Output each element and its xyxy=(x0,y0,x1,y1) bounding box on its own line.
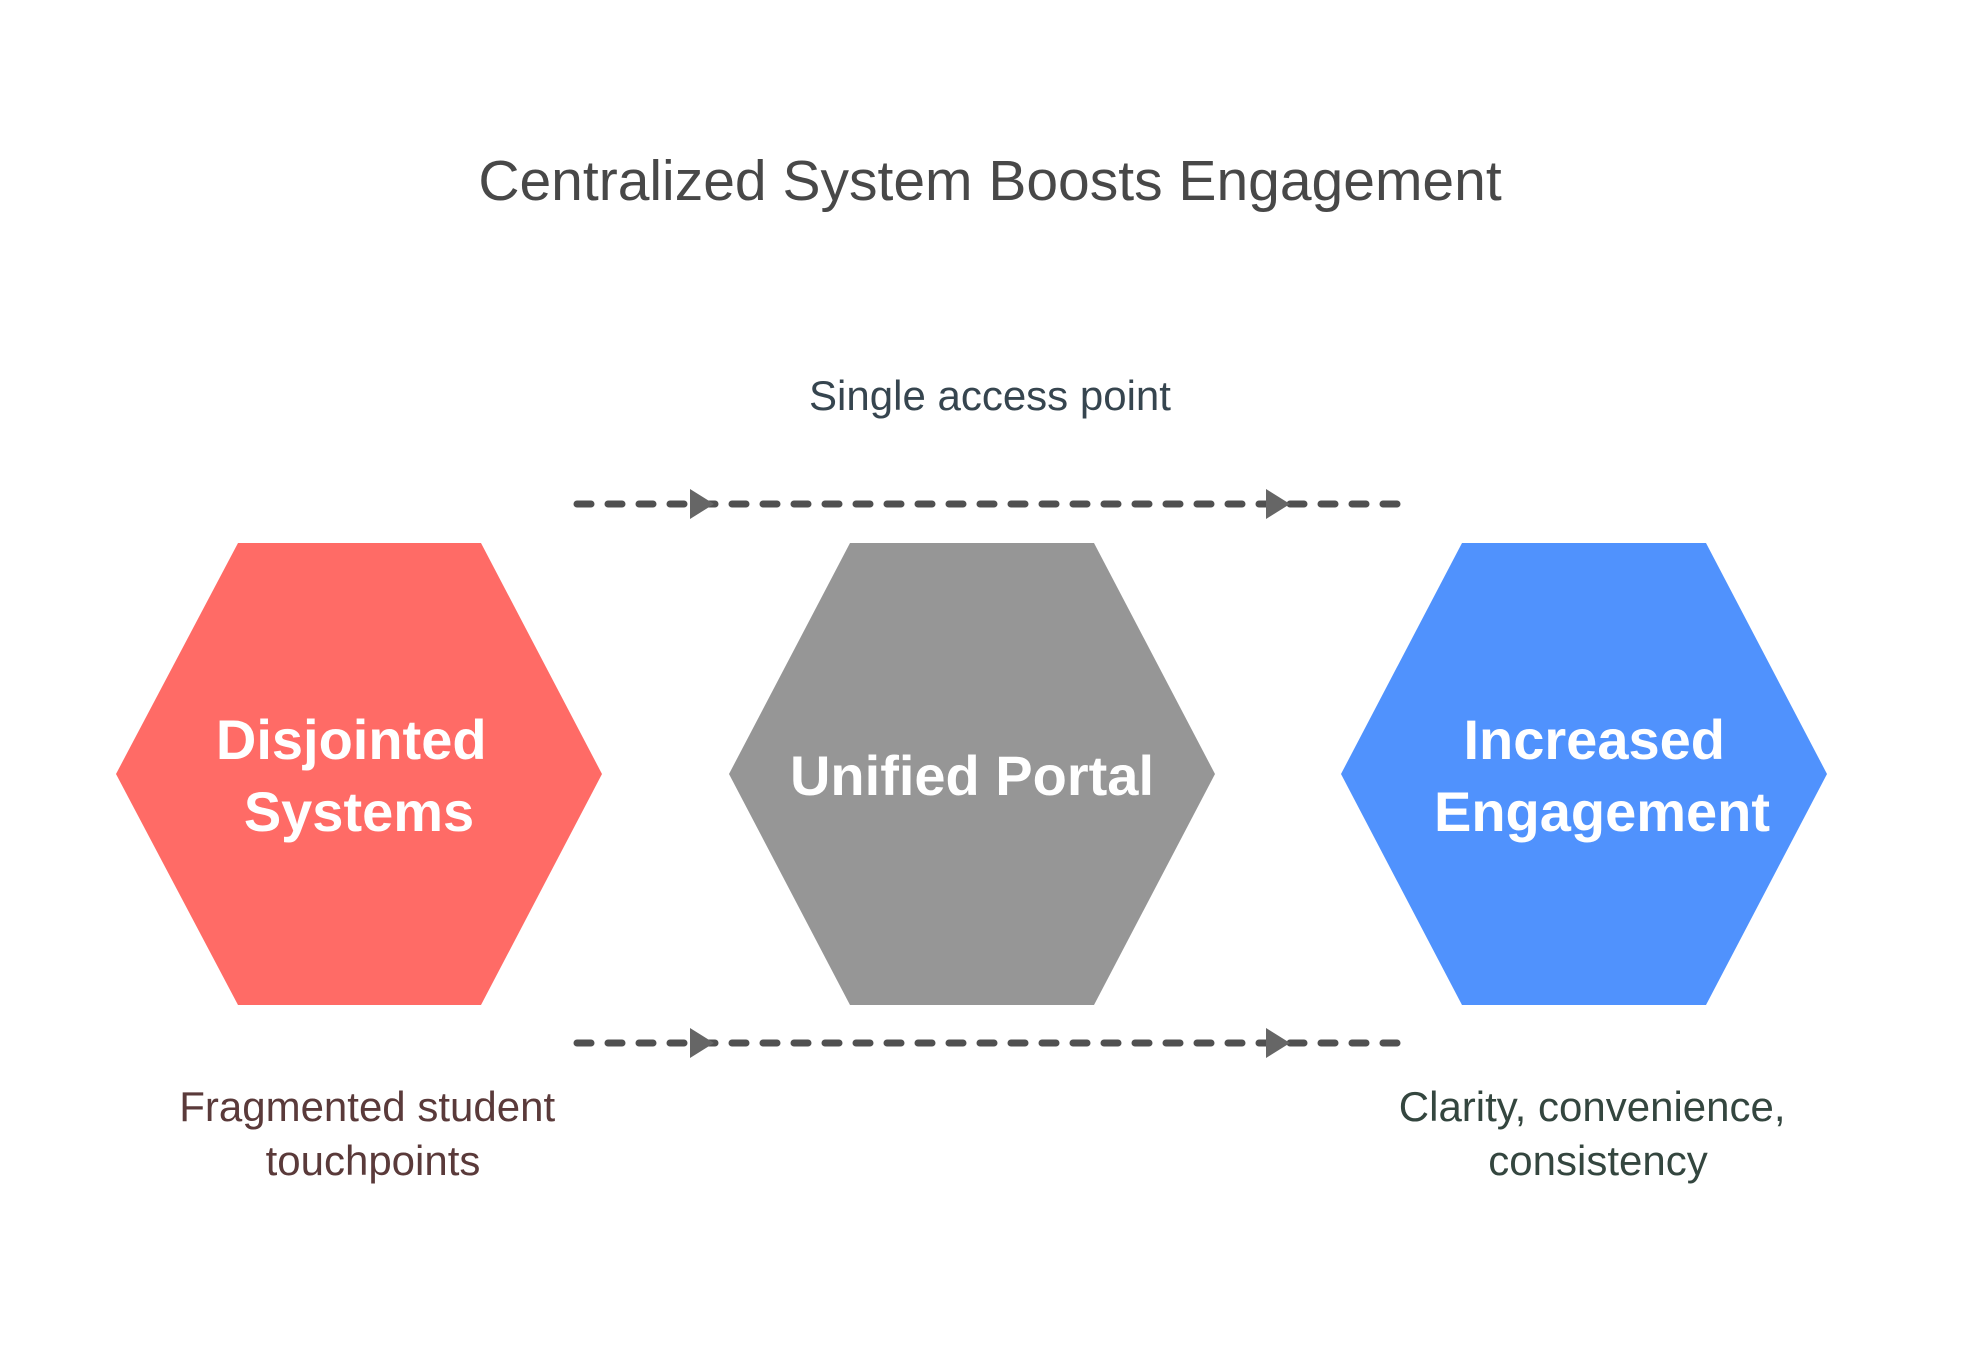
node-label-line: Systems xyxy=(244,780,474,843)
arrowhead-icon xyxy=(1266,1028,1290,1058)
svg-text:Unified Portal: Unified Portal xyxy=(790,744,1154,807)
svg-text:Disjointed Systems: Disjointed Systems xyxy=(216,708,502,843)
connector-top xyxy=(573,489,1409,519)
annotation-line: Clarity, convenience, xyxy=(1399,1083,1786,1130)
annotation-bottom-left: Fragmented student touchpoints xyxy=(179,1083,567,1184)
node-label-line: Engagement xyxy=(1434,780,1770,843)
arrowhead-icon xyxy=(1266,489,1290,519)
annotation-line: touchpoints xyxy=(266,1137,481,1184)
svg-text:Increased Engagement: Increased Engagement xyxy=(1434,708,1770,843)
annotation-top: Single access point xyxy=(809,372,1171,419)
node-label-line: Increased xyxy=(1463,708,1725,771)
annotation-line: Fragmented student xyxy=(179,1083,555,1130)
arrowhead-icon xyxy=(690,1028,714,1058)
connector-bottom xyxy=(573,1028,1409,1058)
annotation-line: consistency xyxy=(1488,1137,1707,1184)
arrowhead-icon xyxy=(690,489,714,519)
hexagon-shape xyxy=(1341,543,1827,1005)
hexagon-shape xyxy=(729,543,1215,1005)
node-disjointed-systems: Disjointed Systems xyxy=(116,543,602,1005)
node-label-line: Disjointed xyxy=(216,708,487,771)
node-increased-engagement: Increased Engagement xyxy=(1341,543,1827,1005)
hexagon-shape xyxy=(116,543,602,1005)
annotation-line: Single access point xyxy=(809,372,1171,419)
diagram-title: Centralized System Boosts Engagement xyxy=(478,149,1502,213)
node-unified-portal: Unified Portal xyxy=(729,543,1215,1005)
node-label-line: Unified Portal xyxy=(790,744,1154,807)
annotation-bottom-right: Clarity, convenience, consistency xyxy=(1399,1083,1797,1184)
